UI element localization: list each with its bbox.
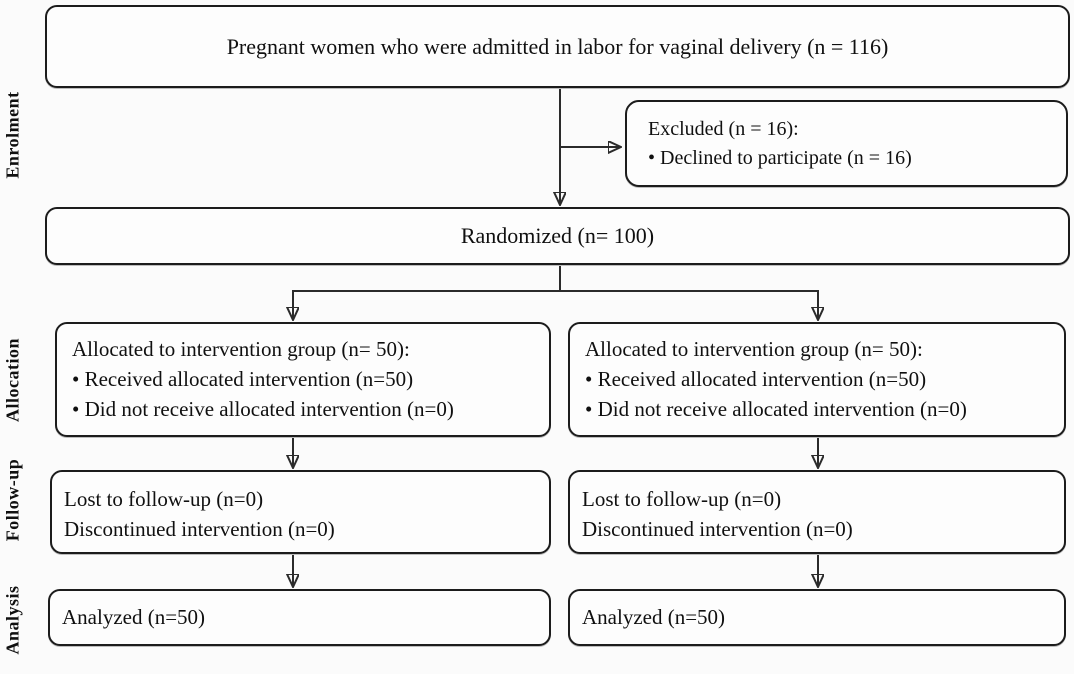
box-allocation-left: Allocated to intervention group (n= 50):… [55, 322, 551, 437]
allocation-right-bullet-2: • Did not receive allocated intervention… [585, 397, 967, 421]
followup-right-line-1: Lost to follow-up (n=0) [582, 487, 782, 511]
box-excluded: Excluded (n = 16): • Declined to partici… [625, 100, 1068, 187]
box-analyzed-right: Analyzed (n=50) [568, 589, 1066, 646]
box-analyzed-left: Analyzed (n=50) [48, 589, 551, 646]
allocation-left-bullet-2: • Did not receive allocated intervention… [72, 397, 454, 421]
excluded-bullet: • Declined to participate (n = 16) [648, 147, 912, 169]
box-allocation-right: Allocated to intervention group (n= 50):… [568, 322, 1066, 437]
stage-label-allocation: Allocation [2, 338, 23, 422]
stage-label-followup: Follow-up [2, 458, 23, 542]
excluded-title: Excluded (n = 16): [648, 118, 799, 140]
randomized-text: Randomized (n= 100) [460, 223, 655, 248]
allocation-left-bullet-1: • Received allocated intervention (n=50) [72, 367, 414, 391]
allocation-left-title: Allocated to intervention group (n= 50): [72, 337, 410, 361]
allocation-right-title: Allocated to intervention group (n= 50): [585, 337, 923, 361]
allocation-right-bullet-1: • Received allocated intervention (n=50) [585, 367, 927, 391]
analyzed-right-text: Analyzed (n=50) [582, 605, 726, 629]
box-eligible: Pregnant women who were admitted in labo… [45, 5, 1070, 88]
box-followup-right: Lost to follow-up (n=0) Discontinued int… [568, 470, 1066, 554]
followup-left-line-1: Lost to follow-up (n=0) [64, 487, 264, 511]
followup-left-line-2: Discontinued intervention (n=0) [64, 517, 335, 541]
box-randomized: Randomized (n= 100) [45, 207, 1070, 265]
analyzed-left-text: Analyzed (n=50) [62, 605, 206, 629]
box-followup-left: Lost to follow-up (n=0) Discontinued int… [50, 470, 551, 554]
stage-label-analysis: Analysis [2, 585, 23, 655]
followup-right-line-2: Discontinued intervention (n=0) [582, 517, 853, 541]
eligible-text: Pregnant women who were admitted in labo… [226, 33, 889, 59]
stage-label-enrolment: Enrolment [2, 91, 23, 179]
